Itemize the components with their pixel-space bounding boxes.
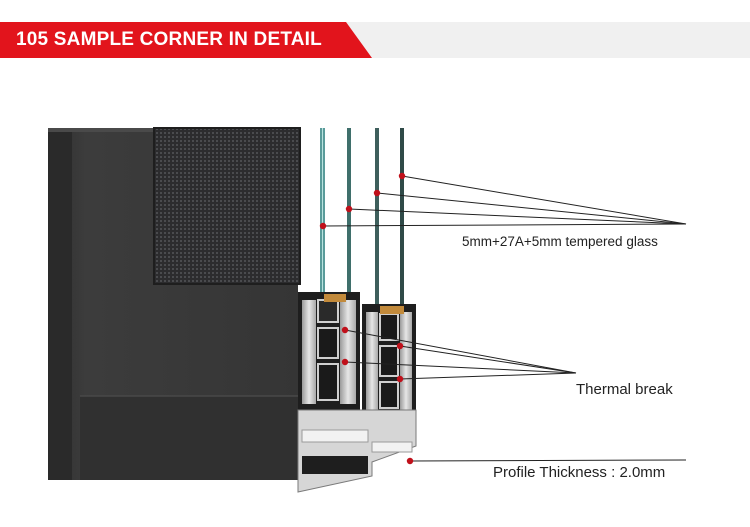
profile-thickness-label: Profile Thickness : 2.0mm: [493, 464, 666, 481]
leader-lines: [322, 175, 687, 462]
header-band: 105 SAMPLE CORNER IN DETAIL: [0, 22, 750, 58]
glass-spec-label: 5mm+27A+5mm tempered glass: [462, 234, 658, 249]
thermal-break-label: Thermal break: [576, 381, 673, 398]
glass-panes: [320, 128, 404, 304]
header-gray-strip: [330, 22, 750, 58]
header-red-banner: 105 SAMPLE CORNER IN DETAIL: [0, 22, 372, 58]
page-title: 105 SAMPLE CORNER IN DETAIL: [16, 29, 322, 50]
frame-body: [48, 127, 301, 480]
profile-section: [297, 292, 417, 493]
callout-markers: [319, 172, 414, 465]
